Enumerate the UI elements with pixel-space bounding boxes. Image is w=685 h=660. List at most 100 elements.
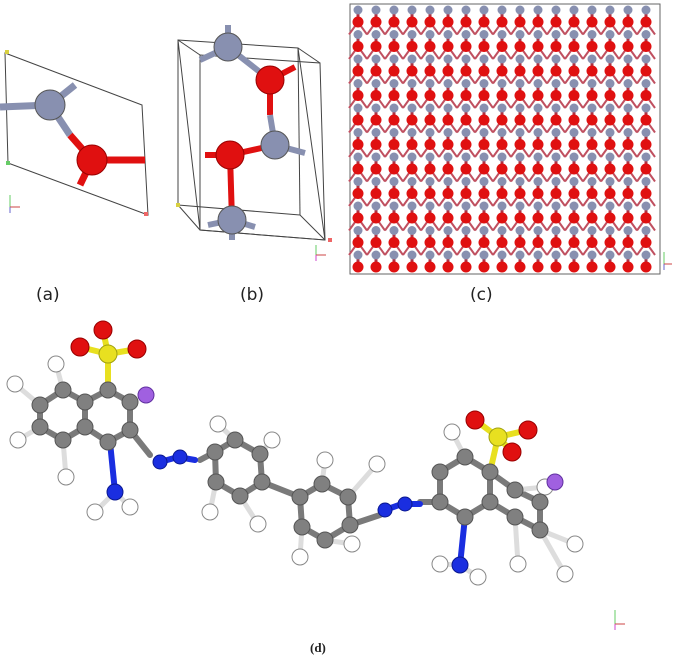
oxygen-atom <box>604 212 616 224</box>
carbon-atom <box>531 493 549 511</box>
oxygen-atom <box>622 16 634 28</box>
hydrogen-atom <box>57 468 75 486</box>
oxygen-atom <box>442 41 454 52</box>
oxygen-atom <box>640 41 652 52</box>
oxygen-atom <box>478 139 490 150</box>
zinc-atom <box>551 54 561 64</box>
hydrogen-atom <box>431 555 449 573</box>
zinc-atom <box>407 54 417 64</box>
oxygen-atom <box>496 163 508 175</box>
oxygen-atom <box>550 139 562 150</box>
zinc-atom <box>515 5 525 15</box>
zinc-atom <box>353 128 363 137</box>
zinc-atom <box>569 30 579 39</box>
cell-corner-marker <box>176 203 180 207</box>
zinc-atom <box>443 201 453 211</box>
zinc-atom <box>623 152 633 162</box>
oxygen-atom <box>502 442 522 462</box>
oxygen-atom <box>514 139 526 150</box>
zinc-atom <box>389 79 399 88</box>
zinc-atom <box>641 226 651 235</box>
zinc-atom <box>515 250 525 260</box>
zinc-atom <box>353 54 363 64</box>
zinc-atom <box>587 5 597 15</box>
zinc-atom <box>479 177 489 186</box>
zinc-atom <box>587 226 597 235</box>
zinc-atom <box>533 128 543 137</box>
zinc-atom <box>389 128 399 137</box>
sodium-atom <box>137 386 155 404</box>
oxygen-atom <box>604 163 616 175</box>
caption-d: (d) <box>310 640 326 655</box>
zinc-atom <box>389 30 399 39</box>
carbon-atom <box>76 418 94 436</box>
zinc-atom <box>479 54 489 64</box>
oxygen-atom <box>586 188 598 199</box>
oxygen-atom <box>640 261 652 273</box>
oxygen-atom <box>478 16 490 28</box>
zinc-atom <box>479 103 489 113</box>
zinc-atom <box>515 79 525 88</box>
zinc-atom <box>569 250 579 260</box>
oxygen-atom <box>604 16 616 28</box>
oxygen-atom <box>424 261 436 273</box>
oxygen-atom <box>604 237 616 248</box>
zinc-atom <box>551 201 561 211</box>
zinc-atom <box>425 79 435 88</box>
oxygen-atom <box>640 114 652 126</box>
zinc-atom <box>443 79 453 88</box>
oxygen-atom <box>388 237 400 248</box>
oxygen-atom <box>370 188 382 199</box>
oxygen-atom <box>622 114 634 126</box>
zinc-atom <box>515 226 525 235</box>
oxygen-atom <box>622 212 634 224</box>
zinc-atom <box>34 89 66 121</box>
oxygen-atom <box>352 90 364 101</box>
zinc-atom <box>587 79 597 88</box>
oxygen-atom <box>127 339 147 359</box>
oxygen-atom <box>460 90 472 101</box>
oxygen-atom <box>478 188 490 199</box>
carbon-atom <box>31 396 49 414</box>
zinc-atom <box>551 250 561 260</box>
zinc-atom <box>443 5 453 15</box>
zinc-atom <box>353 103 363 113</box>
zinc-atom <box>605 250 615 260</box>
zinc-atom <box>389 152 399 162</box>
carbon-atom <box>339 488 357 506</box>
oxygen-atom <box>640 237 652 248</box>
zinc-atom <box>497 79 507 88</box>
carbon-atom <box>341 516 359 534</box>
zinc-atom <box>569 226 579 235</box>
zinc-atom <box>371 201 381 211</box>
oxygen-atom <box>550 163 562 175</box>
carbon-atom <box>121 421 139 439</box>
oxygen-atom <box>478 114 490 126</box>
zinc-atom <box>641 30 651 39</box>
oxygen-atom <box>370 139 382 150</box>
oxygen-atom <box>370 114 382 126</box>
oxygen-atom <box>442 16 454 28</box>
zinc-atom <box>587 30 597 39</box>
zinc-atom <box>641 103 651 113</box>
oxygen-atom <box>478 212 490 224</box>
oxygen-atom <box>352 163 364 175</box>
zinc-atom <box>587 54 597 64</box>
zinc-atom <box>569 128 579 137</box>
zinc-atom <box>443 128 453 137</box>
zinc-atom <box>587 152 597 162</box>
oxygen-atom <box>568 139 580 150</box>
oxygen-atom <box>215 140 245 170</box>
oxygen-atom <box>478 41 490 52</box>
oxygen-atom <box>406 41 418 52</box>
hydrogen-atom <box>343 535 361 553</box>
zinc-atom <box>551 79 561 88</box>
carbon-atom <box>54 381 72 399</box>
hydrogen-atom <box>566 535 584 553</box>
zinc-atom <box>569 103 579 113</box>
zinc-atom <box>515 30 525 39</box>
oxygen-atom <box>352 237 364 248</box>
oxygen-atom <box>568 114 580 126</box>
oxygen-atom <box>388 163 400 175</box>
oxygen-atom <box>460 261 472 273</box>
